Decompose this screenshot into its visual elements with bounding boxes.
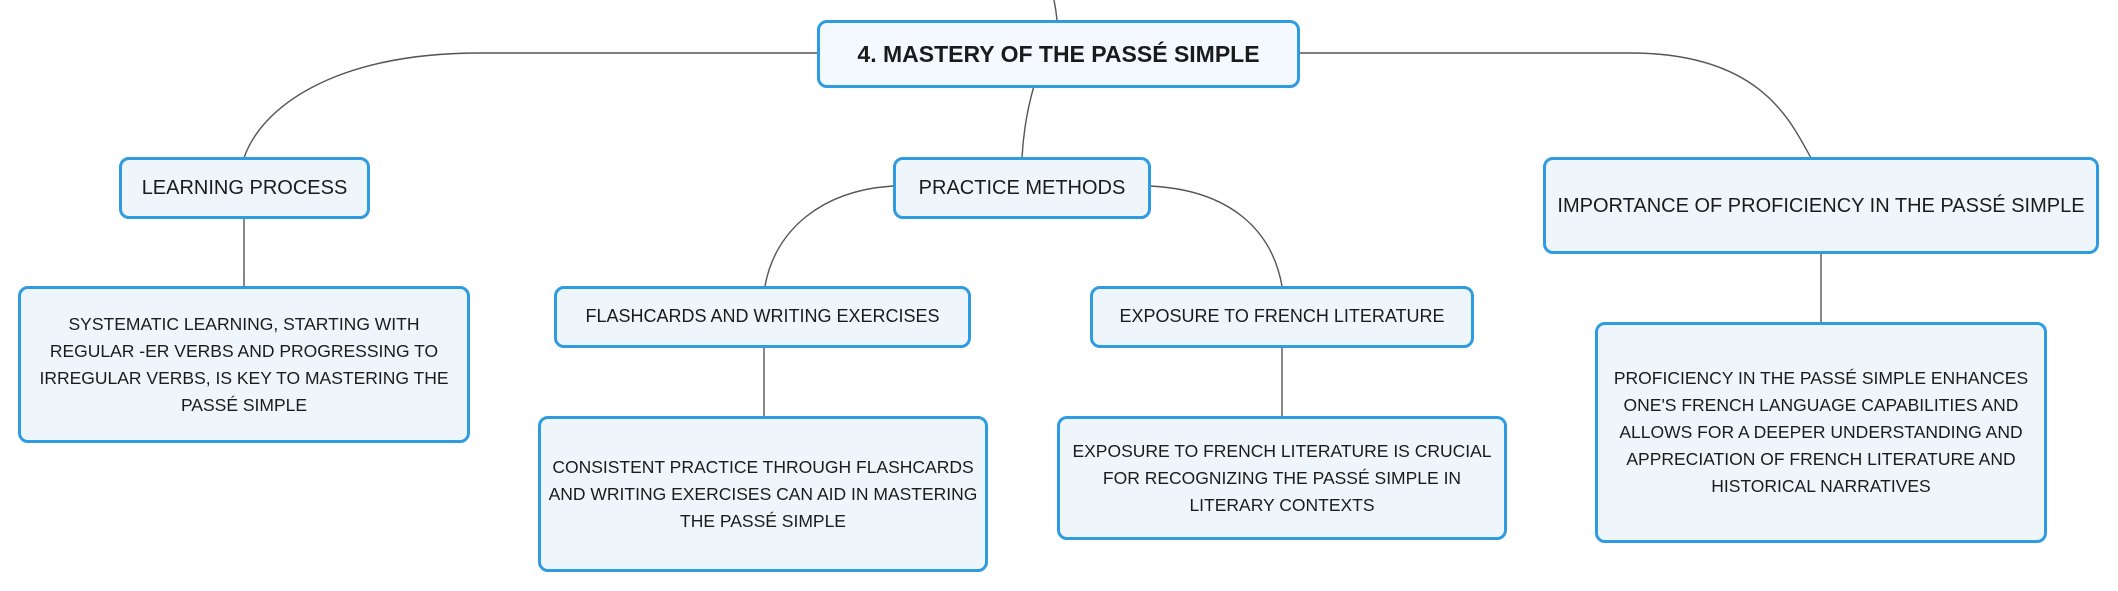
subtopic-flashcards-writing[interactable]: FLASHCARDS AND WRITING EXERCISES (554, 286, 971, 348)
subtopic-exposure-literature[interactable]: EXPOSURE TO FRENCH LITERATURE (1090, 286, 1474, 348)
connector-root-learning-process (243, 52, 818, 159)
connector-practice-flashcards (764, 185, 895, 287)
detail-exposure-literature[interactable]: EXPOSURE TO FRENCH LITERATURE IS CRUCIAL… (1057, 416, 1507, 540)
connector-root-parent (1053, 0, 1058, 21)
subtopic-flashcards-label: FLASHCARDS AND WRITING EXERCISES (585, 306, 940, 327)
detail-flashcards-text: CONSISTENT PRACTICE THROUGH FLASHCARDS A… (548, 456, 978, 531)
connector-root-importance (1298, 52, 1812, 159)
detail-importance-text: PROFICIENCY IN THE PASSÉ SIMPLE ENHANCES… (1613, 368, 2029, 496)
detail-importance-of-proficiency[interactable]: PROFICIENCY IN THE PASSÉ SIMPLE ENHANCES… (1595, 322, 2047, 543)
detail-learning-process-text: SYSTEMATIC LEARNING, STARTING WITH REGUL… (39, 313, 449, 415)
subtopic-literature-label: EXPOSURE TO FRENCH LITERATURE (1119, 306, 1445, 327)
root-topic-label: 4. MASTERY OF THE PASSÉ SIMPLE (857, 40, 1260, 67)
detail-learning-process[interactable]: SYSTEMATIC LEARNING, STARTING WITH REGUL… (18, 286, 470, 443)
topic-importance-of-proficiency[interactable]: IMPORTANCE OF PROFICIENCY IN THE PASSÉ S… (1543, 157, 2099, 254)
root-topic-node[interactable]: 4. MASTERY OF THE PASSÉ SIMPLE (817, 20, 1300, 88)
topic-practice-methods[interactable]: PRACTICE METHODS (893, 157, 1151, 219)
topic-importance-label: IMPORTANCE OF PROFICIENCY IN THE PASSÉ S… (1557, 194, 2085, 217)
connector-practice-literature (1149, 185, 1283, 287)
detail-flashcards-writing[interactable]: CONSISTENT PRACTICE THROUGH FLASHCARDS A… (538, 416, 988, 572)
detail-literature-text: EXPOSURE TO FRENCH LITERATURE IS CRUCIAL… (1072, 440, 1492, 515)
topic-learning-process-label: LEARNING PROCESS (141, 177, 348, 199)
topic-learning-process[interactable]: LEARNING PROCESS (119, 157, 370, 219)
topic-practice-methods-label: PRACTICE METHODS (918, 177, 1126, 199)
connector-root-practice-methods (1021, 85, 1035, 159)
